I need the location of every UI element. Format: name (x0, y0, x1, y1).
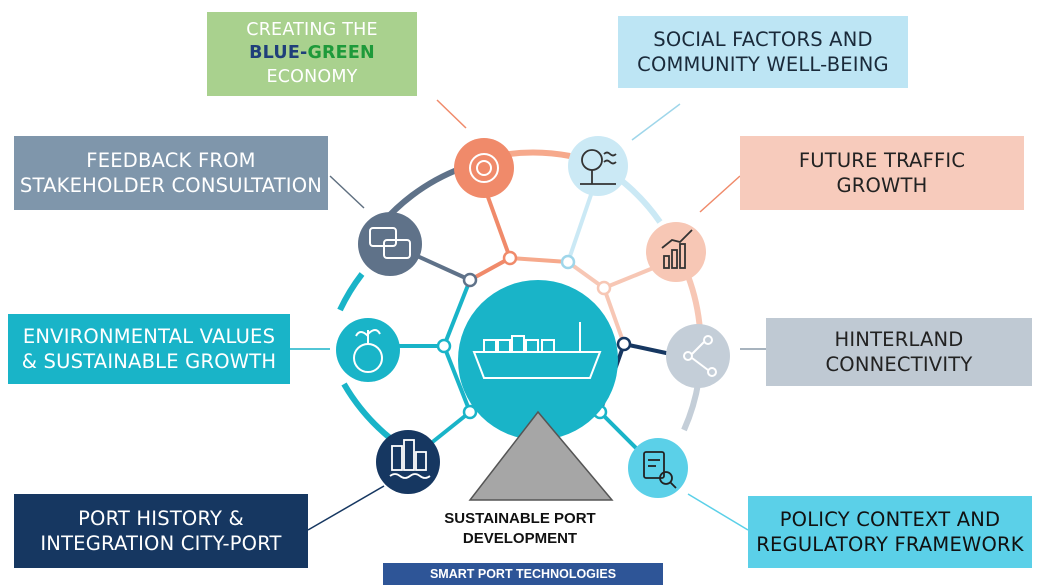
traffic-circle (646, 222, 706, 282)
social-line2: COMMUNITY WELL-BEING (637, 53, 889, 76)
economy-green-word: GREEN (307, 43, 375, 64)
history-label-box: PORT HISTORY & INTEGRATION CITY-PORT (14, 494, 308, 568)
network-nodes-icon (683, 335, 717, 377)
traffic-line1: FUTURE TRAFFIC (798, 148, 966, 172)
center-hub (458, 280, 618, 440)
cargo-ship-icon (472, 322, 602, 379)
hinterland-circle (666, 324, 730, 388)
hinterland-line1: HINTERLAND (834, 327, 964, 351)
policy-label-box: POLICY CONTEXT AND REGULATORY FRAMEWORK (748, 496, 1032, 568)
policy-line1: POLICY CONTEXT AND (779, 507, 1001, 531)
environment-label-box: ENVIRONMENTAL VALUES & SUSTAINABLE GROWT… (8, 314, 290, 384)
traffic-line2: GROWTH (836, 174, 928, 197)
history-line2: INTEGRATION CITY-PORT (40, 532, 282, 555)
feedback-label-box: FEEDBACK FROM STAKEHOLDER CONSULTATION (14, 136, 328, 210)
center-line2: DEVELOPMENT (462, 529, 578, 547)
social-label-box: SOCIAL FACTORS AND COMMUNITY WELL-BEING (618, 16, 908, 88)
foundation-triangle (468, 410, 614, 501)
environment-line1: ENVIRONMENTAL VALUES (22, 324, 276, 348)
speech-bubbles-icon (369, 227, 411, 259)
policy-circle (628, 438, 688, 498)
environment-circle (336, 318, 400, 382)
footer-bar: SMART PORT TECHNOLOGIES (383, 563, 663, 585)
feedback-circle (358, 212, 422, 276)
economy-blue-word: BLUE- (249, 43, 308, 64)
environment-line2: & SUSTAINABLE GROWTH (21, 350, 277, 373)
policy-line2: REGULATORY FRAMEWORK (756, 533, 1024, 556)
history-line1: PORT HISTORY & (78, 506, 244, 530)
center-label: SUSTAINABLE PORT DEVELOPMENT (424, 509, 616, 548)
traffic-label-box: FUTURE TRAFFIC GROWTH (740, 136, 1024, 210)
feedback-line1: FEEDBACK FROM (86, 148, 256, 172)
city-buildings-icon (389, 439, 431, 479)
gear-icon (469, 153, 499, 183)
document-search-icon (643, 451, 677, 489)
history-circle (376, 430, 440, 494)
economy-line1: CREATING THE (246, 19, 378, 40)
social-circle (568, 136, 628, 196)
hinterland-label-box: HINTERLAND CONNECTIVITY (766, 318, 1032, 386)
tree-icon (580, 149, 617, 185)
economy-line3: ECONOMY (266, 66, 358, 87)
hinterland-line2: CONNECTIVITY (825, 353, 973, 376)
economy-circle (454, 138, 514, 198)
leader-lines (290, 99, 766, 531)
feedback-line2: STAKEHOLDER CONSULTATION (19, 174, 323, 197)
globe-plant-icon (353, 329, 383, 373)
social-line1: SOCIAL FACTORS AND (653, 27, 873, 51)
growth-chart-icon (661, 229, 693, 269)
center-line1: SUSTAINABLE PORT (444, 510, 596, 527)
economy-label-box: CREATING THE BLUE-GREEN ECONOMY (207, 12, 417, 96)
